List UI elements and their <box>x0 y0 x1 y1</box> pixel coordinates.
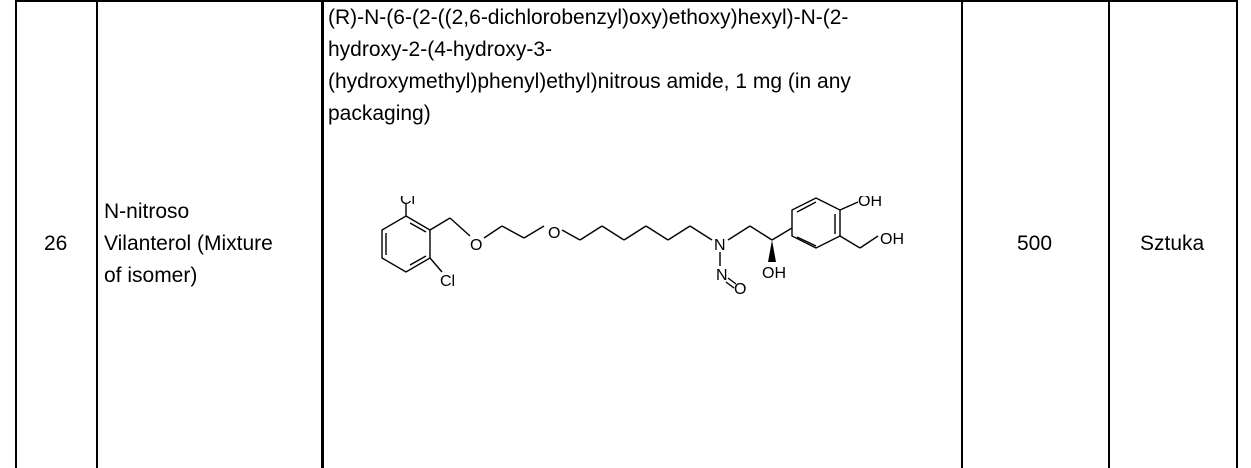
row-number: 26 <box>44 232 68 255</box>
description-line: hydroxy-2-(4-hydroxy-3- <box>328 38 553 61</box>
oxygen-label: O <box>470 237 482 254</box>
unit-value: Sztuka <box>1140 232 1205 255</box>
description-line: (hydroxymethyl)phenyl)ethyl)nitrous amid… <box>328 70 851 93</box>
nitrogen-label: N <box>714 237 726 254</box>
product-name: N-nitroso Vilanterol (Mixture of isomer) <box>104 196 273 292</box>
description-line: (R)-N-(6-(2-((2,6-dichlorobenzyl)oxy)eth… <box>328 6 849 29</box>
oxygen-label: O <box>548 225 560 242</box>
border-left <box>15 0 17 468</box>
border-col3 <box>961 0 963 468</box>
description-line: packaging) <box>328 102 431 125</box>
product-name-line: Vilanterol (Mixture <box>104 232 273 255</box>
border-col1 <box>96 0 98 468</box>
border-col4 <box>1108 0 1110 468</box>
oxygen-label: O <box>734 281 746 298</box>
product-name-line: of isomer) <box>104 264 198 287</box>
hydroxyl-label: OH <box>858 196 882 210</box>
chemical-structure-image: Cl Cl O O N N O OH OH OH <box>381 196 904 298</box>
cl-label: Cl <box>440 273 455 290</box>
hydroxyl-label: OH <box>762 265 786 282</box>
border-top <box>15 0 1238 2</box>
border-right <box>1236 0 1238 468</box>
border-col2 <box>321 0 324 468</box>
nitrogen-label: N <box>716 267 728 284</box>
quantity-value: 500 <box>1017 232 1053 255</box>
product-name-line: N-nitroso <box>104 200 190 223</box>
product-description: (R)-N-(6-(2-((2,6-dichlorobenzyl)oxy)eth… <box>328 2 851 130</box>
cl-label: Cl <box>400 196 415 208</box>
hydroxyl-label: OH <box>880 231 904 248</box>
